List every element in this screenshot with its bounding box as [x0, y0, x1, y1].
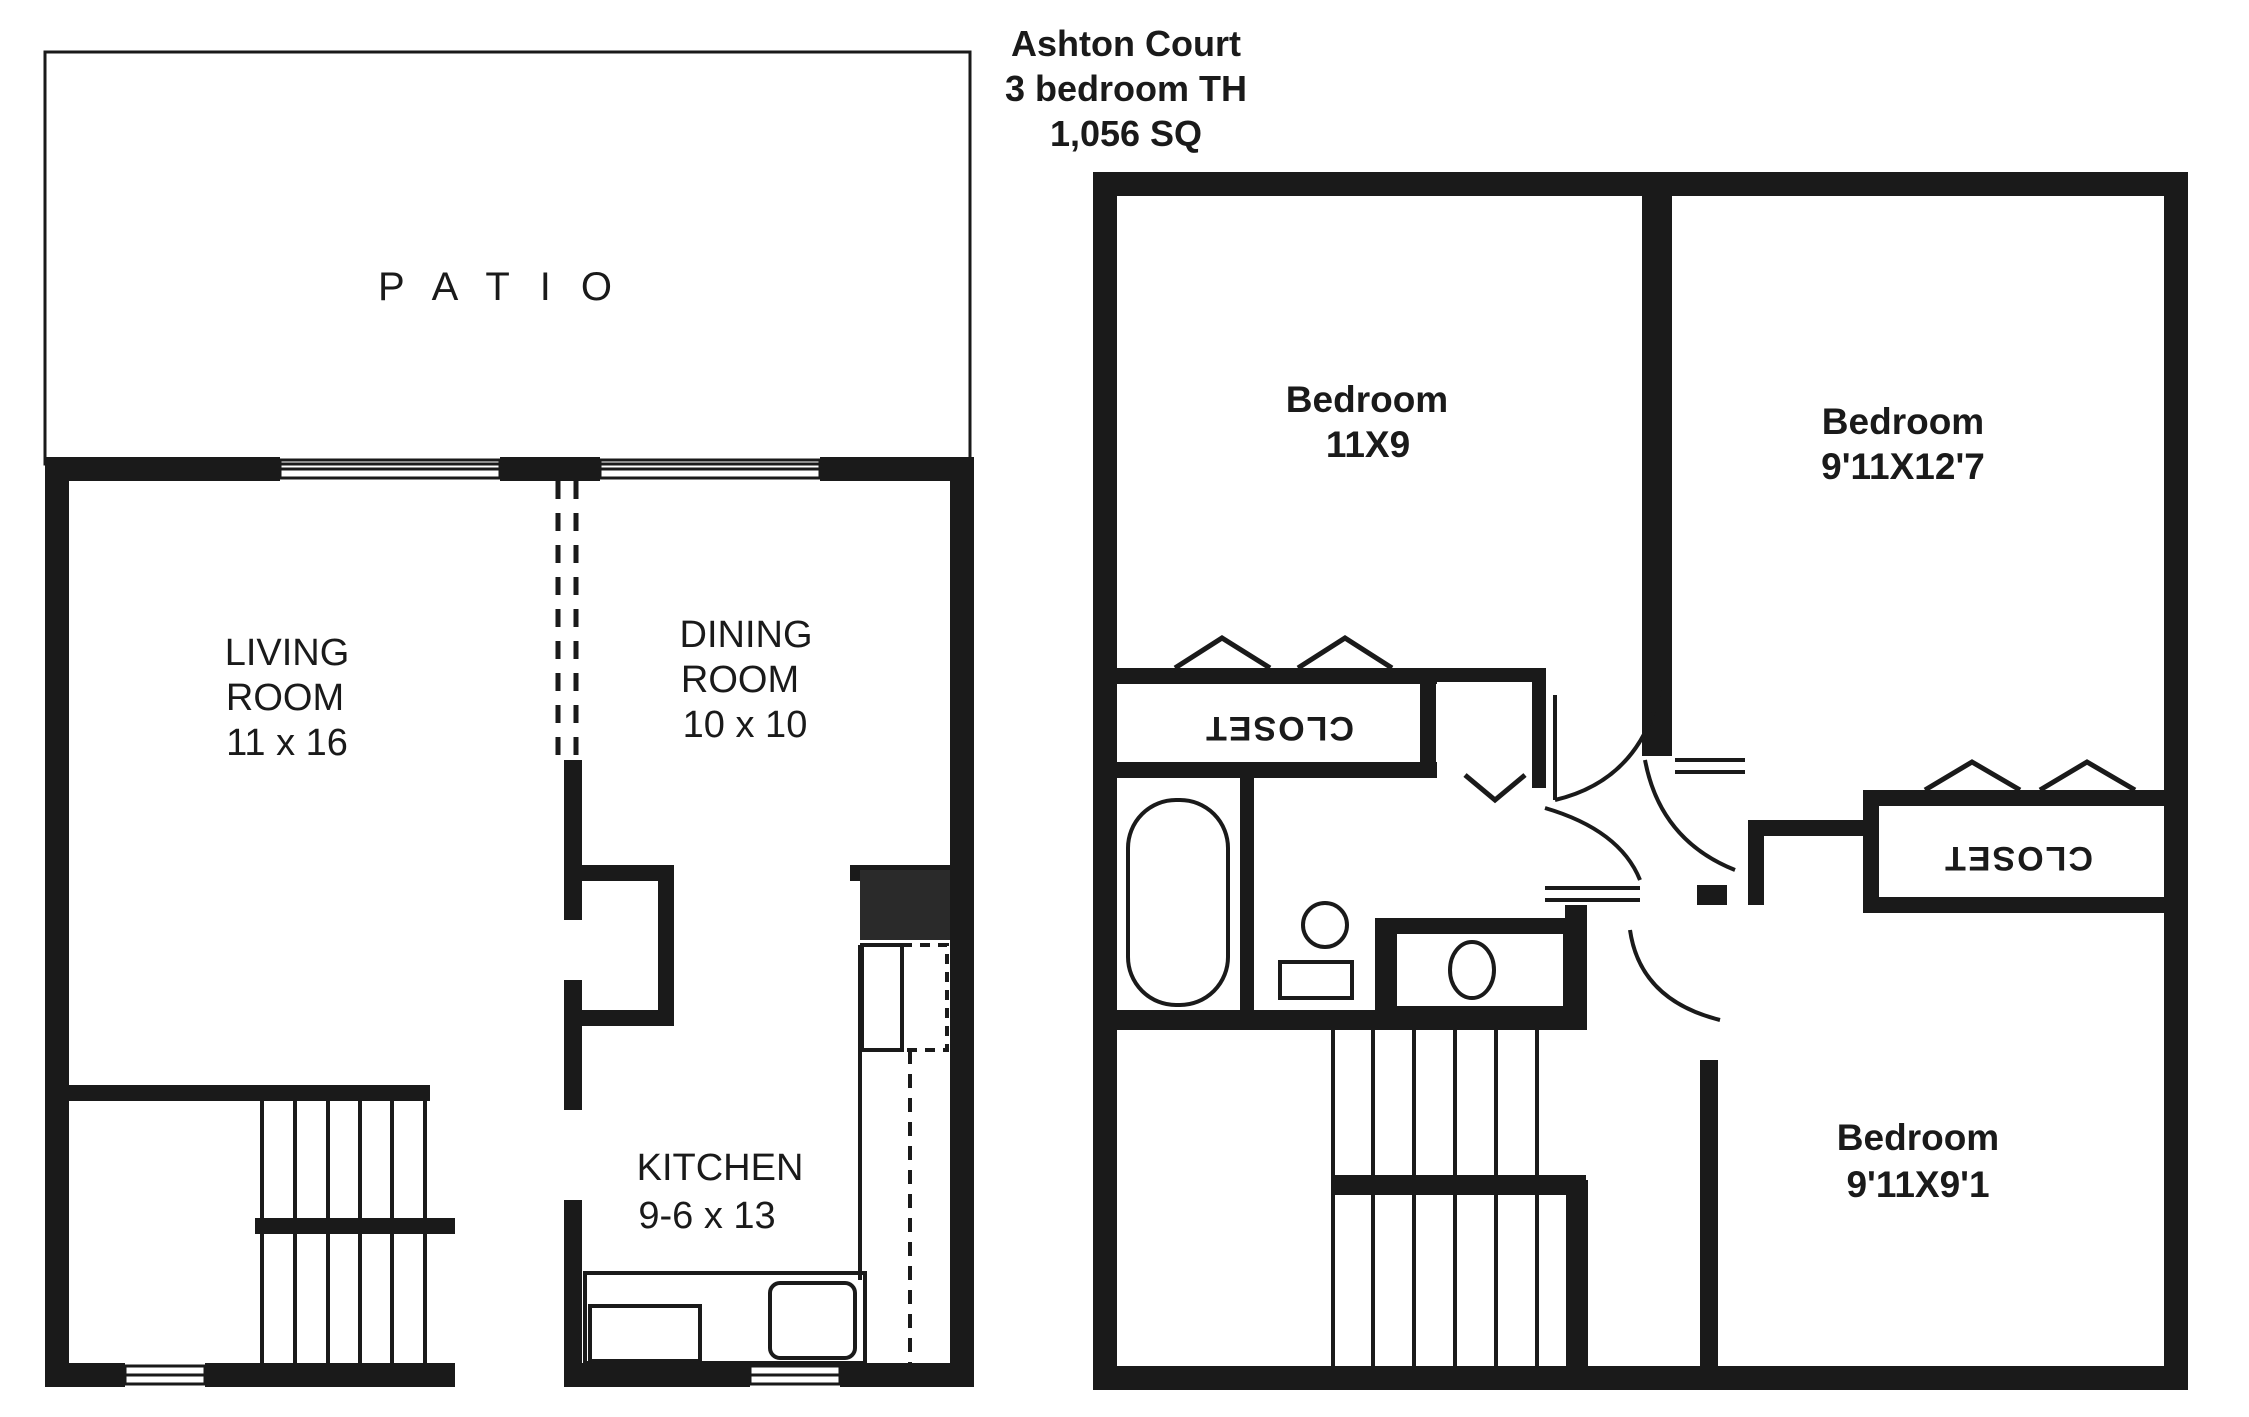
- second-floor-doors: [1544, 689, 1745, 1022]
- living-dining-opening: [555, 481, 579, 765]
- second-floor-exterior-walls: [1093, 172, 2188, 1390]
- first-floor-plan: PATIO: [43, 50, 974, 1387]
- bedroom-1-label: Bedroom: [1286, 379, 1448, 420]
- living-room-size: 11 x 16: [226, 722, 348, 764]
- plan-header: Ashton Court 3 bedroom TH 1,056 SQ: [1005, 23, 1247, 154]
- patio-label: PATIO: [378, 265, 642, 309]
- bathroom-fixtures: [1126, 798, 1567, 1010]
- dining-room-label-2: ROOM: [681, 659, 799, 701]
- living-room-label-2: ROOM: [226, 677, 344, 719]
- second-floor-stairs: [1331, 1030, 1539, 1366]
- bedroom-2-label: Bedroom: [1822, 401, 1984, 442]
- front-windows: [123, 1364, 842, 1386]
- kitchen-fixtures: [583, 943, 949, 1365]
- complex-name: Ashton Court: [1011, 23, 1241, 64]
- kitchen-size: 9-6 x 13: [638, 1195, 775, 1237]
- kitchen-label: KITCHEN: [637, 1147, 804, 1189]
- first-floor-exterior-walls: [45, 457, 974, 1387]
- dining-room-label: DINING: [680, 614, 813, 656]
- closet-door-symbols: [1173, 635, 2137, 804]
- bedroom-2-size: 9'11X12'7: [1821, 446, 1985, 487]
- patio-area: [43, 50, 972, 466]
- square-footage: 1,056 SQ: [1050, 113, 1202, 154]
- first-floor-interior-walls: [564, 760, 950, 1387]
- bedroom-3-label: Bedroom: [1837, 1117, 1999, 1158]
- living-room-label: LIVING: [225, 632, 350, 674]
- dining-room-size: 10 x 10: [683, 704, 808, 746]
- bedroom-3-size: 9'11X9'1: [1846, 1164, 1989, 1205]
- closet-label-2: CLOSET: [1943, 839, 2093, 877]
- unit-type: 3 bedroom TH: [1005, 68, 1247, 109]
- second-floor-plan: CLOSET CLOSET: [1093, 172, 2188, 1390]
- bedroom-1-size: 11X9: [1326, 424, 1410, 465]
- first-floor-stairs: [69, 1085, 455, 1363]
- closet-label-1: CLOSET: [1204, 709, 1354, 747]
- patio-windows: [278, 458, 822, 480]
